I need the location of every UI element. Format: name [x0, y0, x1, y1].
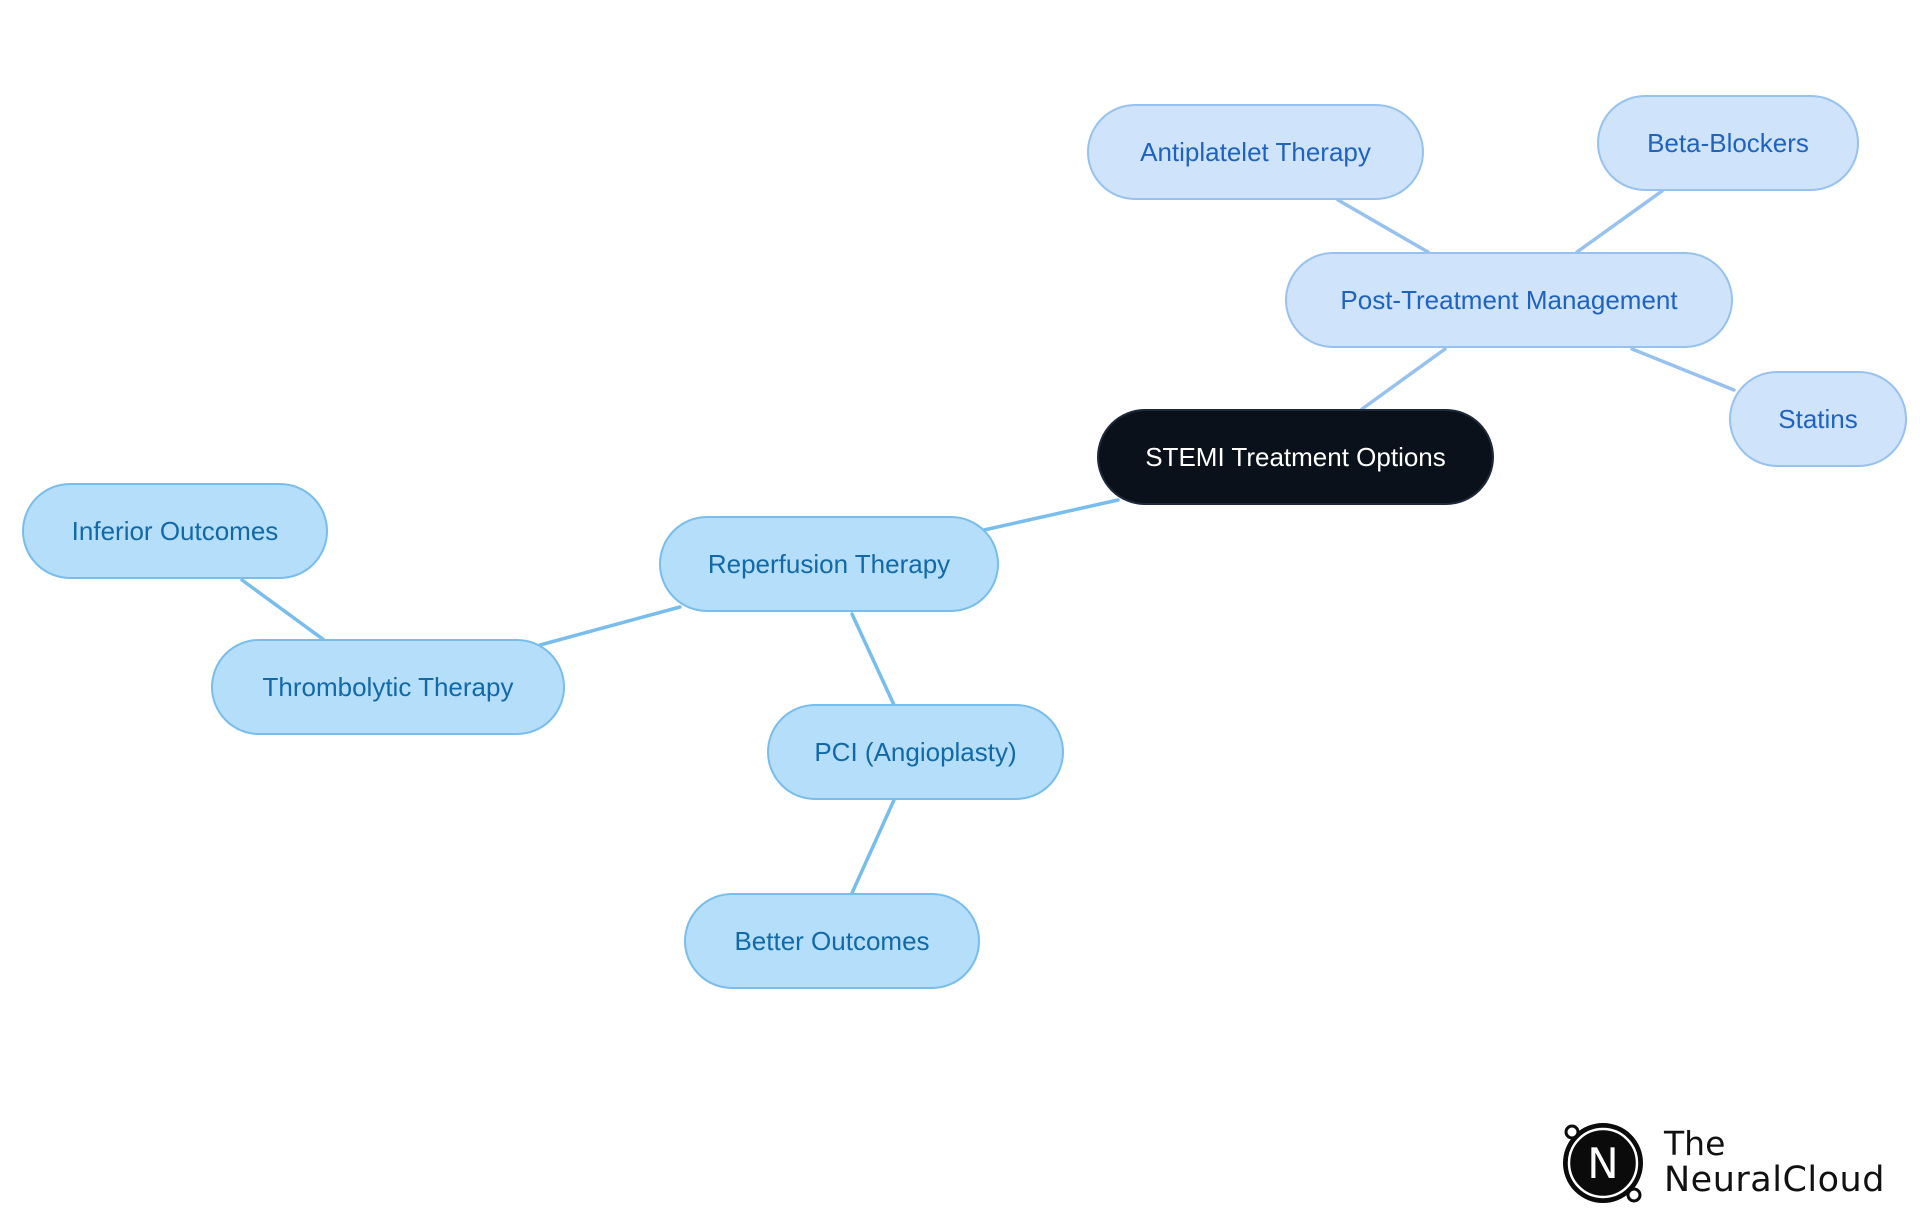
node-better-outcomes: Better Outcomes — [684, 893, 980, 989]
neuralcloud-logo: N The NeuralCloud — [1558, 1118, 1888, 1208]
edge-root-reperfusion — [982, 498, 1120, 532]
node-label: STEMI Treatment Options — [1145, 441, 1446, 472]
node-label: Better Outcomes — [734, 925, 930, 956]
node-post-treatment-management: Post-Treatment Management — [1285, 252, 1733, 348]
edge-reperfusion-thrombolytic — [538, 605, 682, 647]
edge-post-statins — [1630, 347, 1736, 392]
edge-post-beta — [1575, 189, 1664, 254]
node-label: Reperfusion Therapy — [707, 548, 951, 579]
node-label: Statins — [1778, 403, 1858, 434]
node-label: Post-Treatment Management — [1340, 284, 1678, 315]
edge-reperfusion-pci — [850, 612, 896, 707]
node-stemi-treatment-options: STEMI Treatment Options — [1097, 409, 1494, 505]
node-label: PCI (Angioplasty) — [814, 736, 1017, 767]
edge-post-antiplatelet — [1336, 198, 1430, 254]
node-label: Antiplatelet Therapy — [1140, 136, 1371, 167]
node-thrombolytic-therapy: Thrombolytic Therapy — [211, 639, 565, 735]
logo-mark-letter: N — [1587, 1139, 1618, 1188]
node-label: Thrombolytic Therapy — [262, 671, 514, 702]
neuralcloud-logo-mark-icon: N — [1563, 1123, 1643, 1203]
edge-pci-better — [850, 798, 896, 895]
node-inferior-outcomes: Inferior Outcomes — [22, 483, 328, 579]
node-statins: Statins — [1729, 371, 1907, 467]
node-antiplatelet-therapy: Antiplatelet Therapy — [1087, 104, 1424, 200]
edge-root-post — [1360, 347, 1447, 411]
node-label: Inferior Outcomes — [71, 515, 279, 546]
edge-thrombolytic-inferior — [240, 578, 326, 642]
node-beta-blockers: Beta-Blockers — [1597, 95, 1859, 191]
logo-text-the: The — [1664, 1124, 1726, 1163]
node-pci-angioplasty: PCI (Angioplasty) — [767, 704, 1064, 800]
node-label: Beta-Blockers — [1647, 127, 1809, 158]
node-reperfusion-therapy: Reperfusion Therapy — [659, 516, 999, 612]
logo-text-neuralcloud: NeuralCloud — [1664, 1160, 1885, 1200]
